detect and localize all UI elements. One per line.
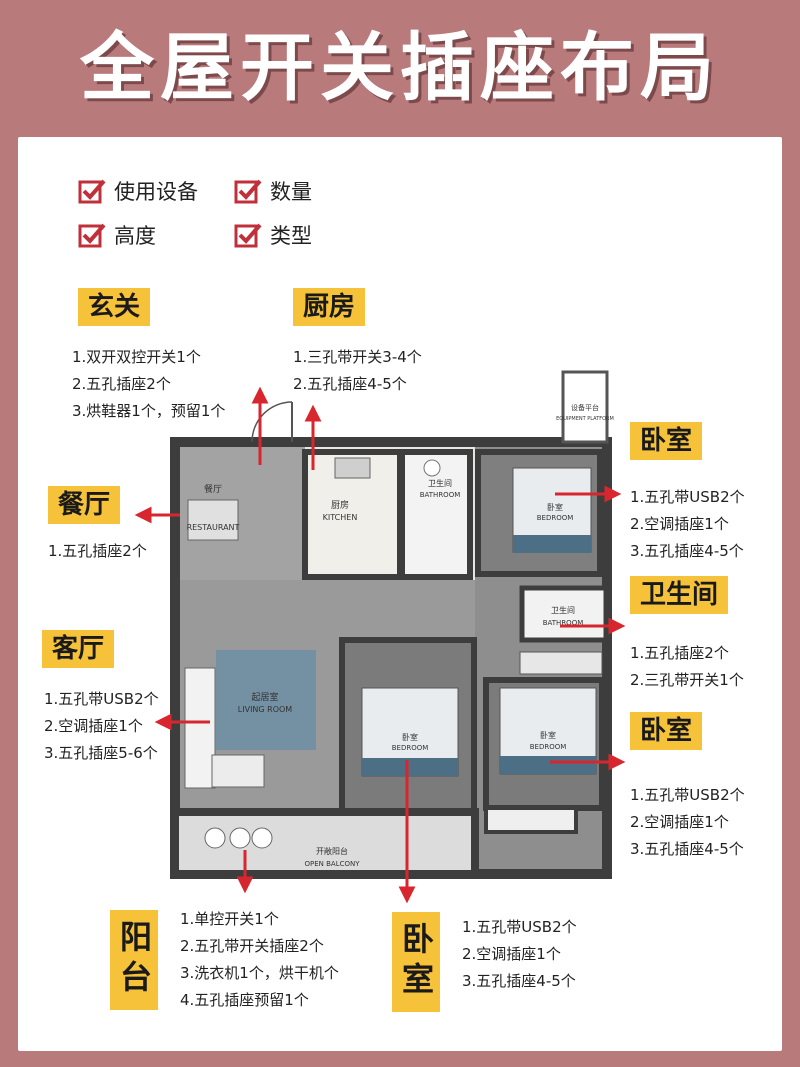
plan-label-bath2-en: BATHROOM [543, 619, 584, 627]
list-item: 1.五孔插座2个 [48, 542, 147, 560]
checkbox-icon [234, 178, 262, 204]
list-item: 1.五孔带USB2个 [630, 786, 745, 804]
list-item: 2.空调插座1个 [44, 717, 143, 735]
room-tag-bathroom: 卫生间 [630, 576, 729, 614]
plan-label-balcony: 开敞阳台 [316, 846, 348, 856]
list-item: 1.五孔插座2个 [630, 644, 729, 662]
plan-label-bed1-en: BEDROOM [537, 514, 574, 522]
plan-label-kitchen: 厨房 [331, 499, 349, 511]
legend-item-quantity: 数量 [234, 176, 312, 206]
room-tag-bedroom-s: 卧室 [392, 912, 440, 1012]
list-item: 4.五孔插座预留1个 [180, 991, 309, 1009]
list-item: 3.洗衣机1个，烘干机个 [180, 964, 339, 982]
room-list-kitchen: 1.三孔带开关3-4个 2.五孔插座4-5个 [293, 344, 422, 398]
plan-label-bed2: 卧室 [540, 730, 556, 740]
plan-label-living-en: LIVING ROOM [238, 705, 293, 714]
plan-label-bed3-en: BEDROOM [392, 744, 429, 752]
list-item: 1.单控开关1个 [180, 910, 279, 928]
plan-label-balcony-en: OPEN BALCONY [304, 860, 360, 868]
room-tag-entry: 玄关 [78, 288, 151, 326]
list-item: 3.烘鞋器1个，预留1个 [72, 402, 226, 420]
room-list-bedroom-se: 1.五孔带USB2个 2.空调插座1个 3.五孔插座4-5个 [630, 782, 745, 863]
legend-item-height: 高度 [78, 220, 156, 250]
plan-label-restaurant: 餐厅 [204, 483, 222, 495]
legend-label: 数量 [270, 180, 312, 204]
plan-label-kitchen-en: KITCHEN [323, 513, 358, 522]
list-item: 3.五孔插座5-6个 [44, 744, 158, 762]
room-tag-bedroom-se: 卧室 [630, 712, 703, 750]
room-tag-bedroom-ne: 卧室 [630, 422, 703, 460]
list-item: 2.三孔带开关1个 [630, 671, 744, 689]
list-item: 1.五孔带USB2个 [462, 918, 577, 936]
list-item: 2.五孔带开关插座2个 [180, 937, 324, 955]
room-tag-kitchen: 厨房 [293, 288, 366, 326]
list-item: 2.空调插座1个 [462, 945, 561, 963]
list-item: 3.五孔插座4-5个 [462, 972, 576, 990]
plan-label-bed3: 卧室 [402, 732, 418, 742]
plan-label-restaurant-en: RESTAURANT [187, 523, 240, 532]
checkbox-icon [78, 222, 106, 248]
room-tag-living: 客厅 [42, 630, 115, 668]
room-list-balcony: 1.单控开关1个 2.五孔带开关插座2个 3.洗衣机1个，烘干机个 4.五孔插座… [180, 906, 339, 1014]
legend-label: 使用设备 [114, 180, 198, 204]
plan-label-equip: 设备平台 [571, 403, 599, 412]
room-list-bedroom-ne: 1.五孔带USB2个 2.空调插座1个 3.五孔插座4-5个 [630, 484, 745, 565]
room-tag-balcony: 阳台 [110, 910, 158, 1010]
plan-label-living: 起居室 [251, 691, 278, 703]
list-item: 2.空调插座1个 [630, 515, 729, 533]
page-title: 全屋开关插座布局 [80, 25, 720, 111]
list-item: 2.五孔插座4-5个 [293, 375, 407, 393]
room-list-bedroom-s: 1.五孔带USB2个 2.空调插座1个 3.五孔插座4-5个 [462, 914, 577, 995]
legend-label: 高度 [114, 224, 156, 248]
list-item: 1.三孔带开关3-4个 [293, 348, 422, 366]
list-item: 3.五孔插座4-5个 [630, 542, 744, 560]
legend-item-type: 类型 [234, 220, 312, 250]
room-list-bathroom: 1.五孔插座2个 2.三孔带开关1个 [630, 640, 744, 694]
room-list-entry: 1.双开双控开关1个 2.五孔插座2个 3.烘鞋器1个，预留1个 [72, 344, 225, 425]
room-tag-dining: 餐厅 [48, 486, 121, 524]
plan-label-bath2: 卫生间 [551, 605, 575, 615]
plan-label-bed1: 卧室 [547, 502, 563, 512]
plan-label-bath-en: BATHROOM [420, 491, 461, 499]
plan-label-bed2-en: BEDROOM [530, 743, 567, 751]
legend-item-equipment: 使用设备 [78, 176, 198, 206]
room-list-living: 1.五孔带USB2个 2.空调插座1个 3.五孔插座5-6个 [44, 686, 159, 767]
room-list-dining: 1.五孔插座2个 [48, 538, 147, 565]
list-item: 1.五孔带USB2个 [44, 690, 159, 708]
list-item: 2.五孔插座2个 [72, 375, 171, 393]
legend-label: 类型 [270, 224, 312, 248]
list-item: 2.空调插座1个 [630, 813, 729, 831]
list-item: 1.五孔带USB2个 [630, 488, 745, 506]
list-item: 1.双开双控开关1个 [72, 348, 201, 366]
plan-label-equip-en: EQUIPMENT PLATFORM [556, 416, 614, 422]
checkbox-icon [234, 222, 262, 248]
pointer-arrows [134, 386, 626, 904]
list-item: 3.五孔插座4-5个 [630, 840, 744, 858]
plan-label-bath: 卫生间 [428, 478, 452, 488]
checkbox-icon [78, 178, 106, 204]
